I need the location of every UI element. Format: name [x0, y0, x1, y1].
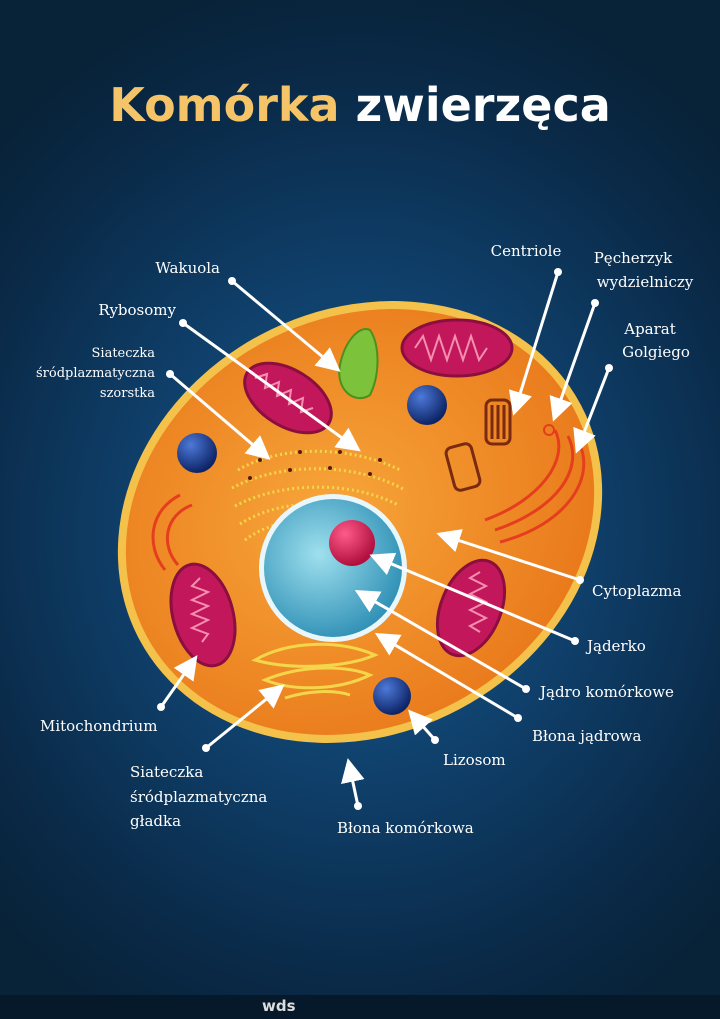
label-ser-smooth-3: gładka [130, 812, 181, 830]
page-title: Komórka zwierzęca [0, 78, 720, 132]
lysosome [407, 385, 447, 425]
label-pecherzyk-1: Pęcherzyk [594, 249, 673, 267]
nucleolus [329, 520, 375, 566]
secretory-vesicle [543, 424, 555, 436]
label-cytoplazma: Cytoplazma [592, 582, 681, 600]
label-jaderko: Jąderko [585, 637, 646, 655]
label-lizosom: Lizosom [443, 751, 506, 769]
label-arrows [159, 271, 611, 807]
title-part2: zwierzęca [355, 78, 611, 132]
golgi-apparatus [151, 429, 586, 571]
label-centriole: Centriole [491, 242, 562, 260]
label-mitochondrium: Mitochondrium [40, 717, 157, 735]
label-pecherzyk-2: wydzielniczy [597, 273, 694, 291]
label-ser-smooth-2: śródplazmatyczna [130, 788, 267, 806]
label-ser-rough-3: szorstka [100, 386, 155, 401]
label-ser-rough-2: śródplazmatyczna [36, 366, 155, 381]
label-blona-komorkowa: Błona komórkowa [337, 819, 474, 837]
nucleus [259, 494, 407, 642]
footer: wds [0, 995, 720, 1019]
label-golgi-1: Aparat [623, 320, 676, 338]
label-jadro: Jądro komórkowe [538, 683, 674, 701]
label-ser-rough-1: Siateczka [92, 346, 156, 361]
lysosome [177, 433, 217, 473]
label-rybosomy: Rybosomy [98, 301, 176, 319]
vacuole [338, 328, 379, 400]
label-blona-jadrowa: Błona jądrowa [532, 727, 642, 745]
publisher-logo: wds [262, 997, 296, 1015]
title-part1: Komórka [109, 78, 340, 132]
lysosome [373, 677, 411, 715]
centrioles [444, 398, 512, 492]
label-golgi-2: Golgiego [622, 343, 690, 361]
label-ser-smooth-1: Siateczka [130, 763, 203, 781]
label-wakuola: Wakuola [155, 259, 220, 277]
